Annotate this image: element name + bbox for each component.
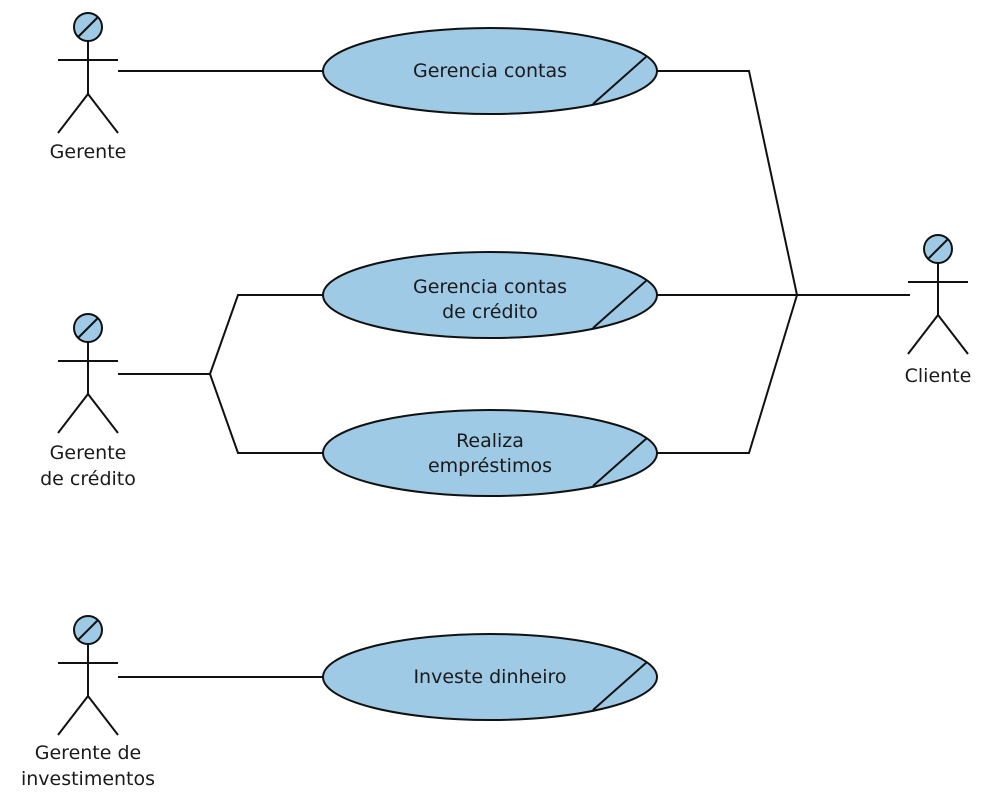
stick-figure-icon [907, 234, 969, 355]
usecase-label-gerencia-credito-2: de crédito [442, 301, 538, 323]
actor-gerente[interactable]: Gerente [50, 12, 127, 163]
associations [118, 70, 910, 678]
assoc-emprestimos-cliente [657, 294, 798, 454]
usecase-label-gerencia-contas: Gerencia contas [413, 60, 567, 82]
actor-label-gerente-credito-2: de crédito [40, 468, 136, 490]
actor-cliente[interactable]: Cliente [905, 234, 972, 387]
actor-gerente-credito[interactable]: Gerente de crédito [40, 313, 136, 490]
actor-label-gerente: Gerente [50, 141, 127, 163]
actor-label-gerente-credito-1: Gerente [50, 442, 127, 464]
diagonal-slash-icon [592, 437, 648, 487]
diagonal-slash-icon [592, 661, 648, 711]
diagonal-slash-icon [592, 55, 648, 105]
actor-label-gerente-investimentos-2: investimentos [21, 768, 155, 790]
stick-figure-icon [57, 313, 119, 434]
usecase-label-emprestimos-1: Realiza [456, 430, 524, 452]
assoc-branch-emprestimos [209, 373, 323, 454]
actor-label-cliente: Cliente [905, 365, 972, 387]
usecase-gerencia-contas[interactable]: Gerencia contas [322, 27, 658, 115]
usecase-label-gerencia-credito-1: Gerencia contas [413, 276, 567, 298]
assoc-gerencia-contas-cliente [657, 70, 798, 296]
usecase-label-emprestimos-2: empréstimos [428, 455, 552, 477]
assoc-branch-gerencia-credito [209, 294, 323, 375]
actor-label-gerente-investimentos-1: Gerente de [35, 742, 141, 764]
stick-figure-icon [57, 615, 119, 736]
usecase-label-investe-dinheiro: Investe dinheiro [413, 666, 566, 688]
diagonal-slash-icon [592, 279, 648, 329]
actor-gerente-investimentos[interactable]: Gerente de investimentos [21, 615, 155, 790]
stick-figure-icon [57, 12, 119, 134]
usecase-gerencia-contas-credito[interactable]: Gerencia contas de crédito [322, 251, 658, 339]
usecase-investe-dinheiro[interactable]: Investe dinheiro [322, 633, 658, 721]
usecase-realiza-emprestimos[interactable]: Realiza empréstimos [322, 409, 658, 497]
